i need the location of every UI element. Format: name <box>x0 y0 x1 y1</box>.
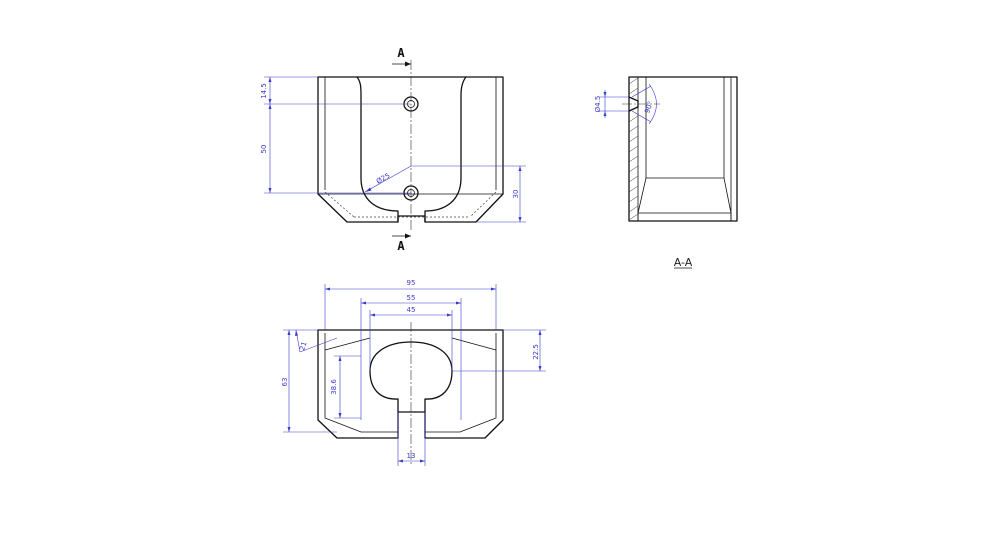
dim-angle-ext <box>631 85 652 123</box>
dim-45-arrow-a <box>370 313 375 317</box>
dim-14-5-label: 14.5 <box>260 83 268 99</box>
dim-22-5-lines <box>452 329 546 372</box>
dim-55-label: 55 <box>407 294 416 302</box>
dim-45-label: 45 <box>407 306 416 314</box>
dim-30-arrow-a <box>518 166 522 171</box>
top-view: 95 55 45 22.5 63 38.6 21 13 <box>281 279 546 466</box>
section-arrow-top-head <box>405 61 411 67</box>
dim-r25-leader <box>364 165 412 193</box>
front-view: A A 14.5 50 30 Ø25 <box>260 46 526 253</box>
dim-r25-label: Ø25 <box>375 172 391 186</box>
dim-hole-arrow-b <box>603 111 607 116</box>
dim-30-label: 30 <box>512 190 520 199</box>
dim-38-6-label: 38.6 <box>330 379 338 395</box>
dim-38-6-lines <box>334 355 361 419</box>
dim-95-arrow-a <box>325 287 330 291</box>
top-outline <box>317 329 504 439</box>
dim-50-lines <box>264 104 411 194</box>
front-hidden-lines <box>324 191 497 218</box>
dim-50-label: 50 <box>260 145 268 154</box>
dim-63-label: 63 <box>281 378 289 387</box>
section-arrow-bottom-head <box>405 233 411 239</box>
section-letter-bottom: A <box>397 239 405 253</box>
dim-hole-label: Ø4.5 <box>594 96 602 113</box>
section-hatching <box>628 77 639 221</box>
top-inner-rim-left <box>324 333 398 433</box>
front-cavity <box>356 76 467 223</box>
dim-55-lines <box>360 298 462 420</box>
section-view: Ø4.5 90° A-A <box>594 76 738 269</box>
dim-55-arrow-a <box>361 301 366 305</box>
dim-14-5-arrow-b <box>268 99 272 104</box>
dim-14-5-arrow-a <box>268 77 272 82</box>
dim-angle-arc <box>648 83 657 125</box>
dim-22-5-arrow-b <box>538 366 542 371</box>
dim-22-5-arrow-a <box>538 330 542 335</box>
dim-hole-arrow-a <box>603 92 607 97</box>
section-outline <box>628 76 738 222</box>
section-letter-top: A <box>397 46 405 60</box>
dim-38-6-arrow-b <box>338 413 342 418</box>
top-inner-chamfer <box>324 337 497 351</box>
section-floor <box>637 177 732 214</box>
dim-95-lines <box>324 284 497 330</box>
dim-95-arrow-b <box>491 287 496 291</box>
dim-22-5-label: 22.5 <box>532 344 540 360</box>
dim-38-6-arrow-a <box>338 356 342 361</box>
dim-21-arrow <box>295 330 298 336</box>
dim-63-arrow-a <box>287 330 291 335</box>
dim-55-arrow-b <box>456 301 461 305</box>
dim-r25-arrow <box>365 187 372 192</box>
dim-30-lines <box>411 165 526 223</box>
dim-13-label: 13 <box>407 452 416 460</box>
section-view-label: A-A <box>674 256 693 269</box>
dim-14-5-lines <box>264 76 411 105</box>
dim-13-arrow-a <box>398 459 403 463</box>
dim-45-arrow-b <box>447 313 452 317</box>
section-floor-bottom <box>637 213 732 221</box>
dim-angle-label: 90° <box>643 100 655 114</box>
top-inner-rim-right <box>425 333 497 433</box>
dim-50-arrow-a <box>268 104 272 109</box>
dim-63-lines <box>283 329 337 433</box>
dim-30-arrow-b <box>518 217 522 222</box>
dim-95-label: 95 <box>407 279 416 287</box>
dim-21-label: 21 <box>298 341 308 352</box>
dim-50-arrow-b <box>268 188 272 193</box>
dim-45-lines <box>369 310 453 371</box>
dim-63-arrow-b <box>287 427 291 432</box>
dim-13-arrow-b <box>420 459 425 463</box>
